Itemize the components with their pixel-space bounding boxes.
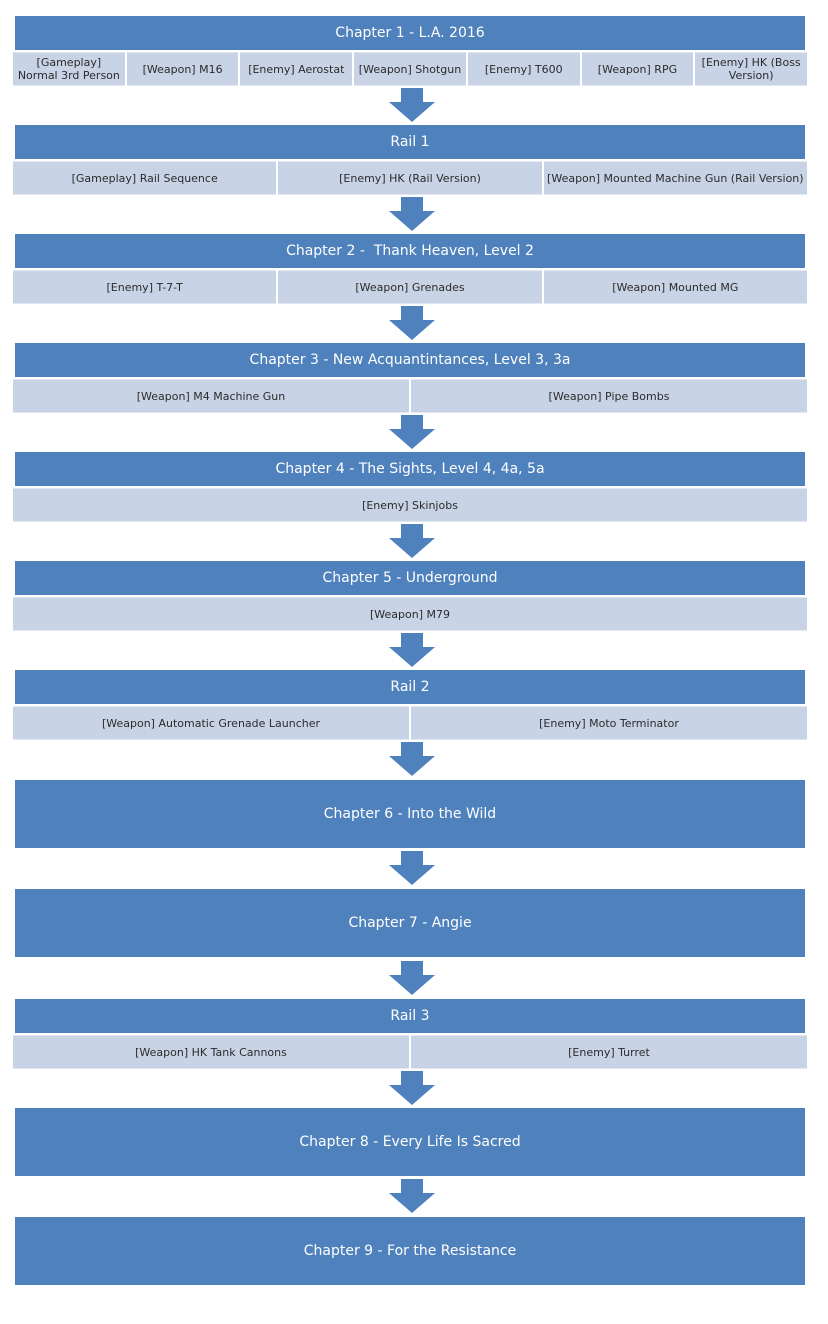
block-header-rail-2: Rail 2 bbox=[15, 670, 805, 704]
item-enemy-aerostat: [Enemy] Aerostat bbox=[240, 52, 353, 86]
item-enemy-t-7-t: [Enemy] T-7-T bbox=[13, 270, 277, 304]
down-arrow-icon bbox=[389, 633, 435, 667]
down-arrow-icon bbox=[389, 961, 435, 995]
item-weapon-pipe-bombs: [Weapon] Pipe Bombs bbox=[411, 379, 807, 413]
item-row-chapter-2: [Enemy] T-7-T [Weapon] Grenades [Weapon]… bbox=[13, 270, 807, 304]
block-header-chapter-6: Chapter 6 - Into the Wild bbox=[15, 780, 805, 848]
item-enemy-moto-terminator: [Enemy] Moto Terminator bbox=[411, 706, 807, 740]
down-arrow-icon bbox=[389, 1179, 435, 1213]
down-arrow-icon bbox=[389, 524, 435, 558]
item-gameplay-normal-3rd-person: [Gameplay] Normal 3rd Person bbox=[13, 52, 125, 86]
down-arrow-icon bbox=[389, 851, 435, 885]
item-row-rail-1: [Gameplay] Rail Sequence [Enemy] HK (Rai… bbox=[13, 161, 807, 195]
item-weapon-m79: [Weapon] M79 bbox=[13, 597, 807, 631]
item-enemy-hk-rail: [Enemy] HK (Rail Version) bbox=[278, 161, 542, 195]
block-header-chapter-3: Chapter 3 - New Acquantintances, Level 3… bbox=[15, 343, 805, 377]
item-weapon-grenades: [Weapon] Grenades bbox=[278, 270, 542, 304]
item-weapon-mounted-mg: [Weapon] Mounted MG bbox=[543, 270, 807, 304]
item-row-chapter-3: [Weapon] M4 Machine Gun [Weapon] Pipe Bo… bbox=[13, 379, 807, 413]
block-header-chapter-9: Chapter 9 - For the Resistance bbox=[15, 1217, 805, 1285]
item-enemy-turret: [Enemy] Turret bbox=[411, 1035, 807, 1069]
block-header-rail-3: Rail 3 bbox=[15, 999, 805, 1033]
down-arrow-icon bbox=[389, 306, 435, 340]
item-row-chapter-5: [Weapon] M79 bbox=[13, 597, 807, 631]
item-weapon-shotgun: [Weapon] Shotgun bbox=[354, 52, 466, 86]
item-enemy-hk-boss: [Enemy] HK (Boss Version) bbox=[695, 52, 808, 86]
block-header-chapter-1: Chapter 1 - L.A. 2016 bbox=[15, 16, 805, 50]
item-row-chapter-4: [Enemy] Skinjobs bbox=[13, 488, 807, 522]
block-header-chapter-8: Chapter 8 - Every Life Is Sacred bbox=[15, 1108, 805, 1176]
item-weapon-hk-tank-cannons: [Weapon] HK Tank Cannons bbox=[13, 1035, 409, 1069]
down-arrow-icon bbox=[389, 88, 435, 122]
block-header-rail-1: Rail 1 bbox=[15, 125, 805, 159]
down-arrow-icon bbox=[389, 197, 435, 231]
down-arrow-icon bbox=[389, 742, 435, 776]
block-header-chapter-7: Chapter 7 - Angie bbox=[15, 889, 805, 957]
item-weapon-m16: [Weapon] M16 bbox=[126, 52, 239, 86]
item-row-rail-3: [Weapon] HK Tank Cannons [Enemy] Turret bbox=[13, 1035, 807, 1069]
item-weapon-rpg: [Weapon] RPG bbox=[581, 52, 694, 86]
item-row-rail-2: [Weapon] Automatic Grenade Launcher [Ene… bbox=[13, 706, 807, 740]
block-header-chapter-2: Chapter 2 - Thank Heaven, Level 2 bbox=[15, 234, 805, 268]
item-gameplay-rail-sequence: [Gameplay] Rail Sequence bbox=[13, 161, 277, 195]
item-row-chapter-1: [Gameplay] Normal 3rd Person [Weapon] M1… bbox=[13, 52, 808, 86]
item-weapon-m4-machine-gun: [Weapon] M4 Machine Gun bbox=[13, 379, 409, 413]
down-arrow-icon bbox=[389, 415, 435, 449]
block-header-chapter-4: Chapter 4 - The Sights, Level 4, 4a, 5a bbox=[15, 452, 805, 486]
item-weapon-mounted-machine-gun-rail: [Weapon] Mounted Machine Gun (Rail Versi… bbox=[543, 161, 807, 195]
item-enemy-t600: [Enemy] T600 bbox=[467, 52, 580, 86]
down-arrow-icon bbox=[389, 1071, 435, 1105]
item-enemy-skinjobs: [Enemy] Skinjobs bbox=[13, 488, 807, 522]
item-weapon-automatic-grenade-launcher: [Weapon] Automatic Grenade Launcher bbox=[13, 706, 409, 740]
block-header-chapter-5: Chapter 5 - Underground bbox=[15, 561, 805, 595]
